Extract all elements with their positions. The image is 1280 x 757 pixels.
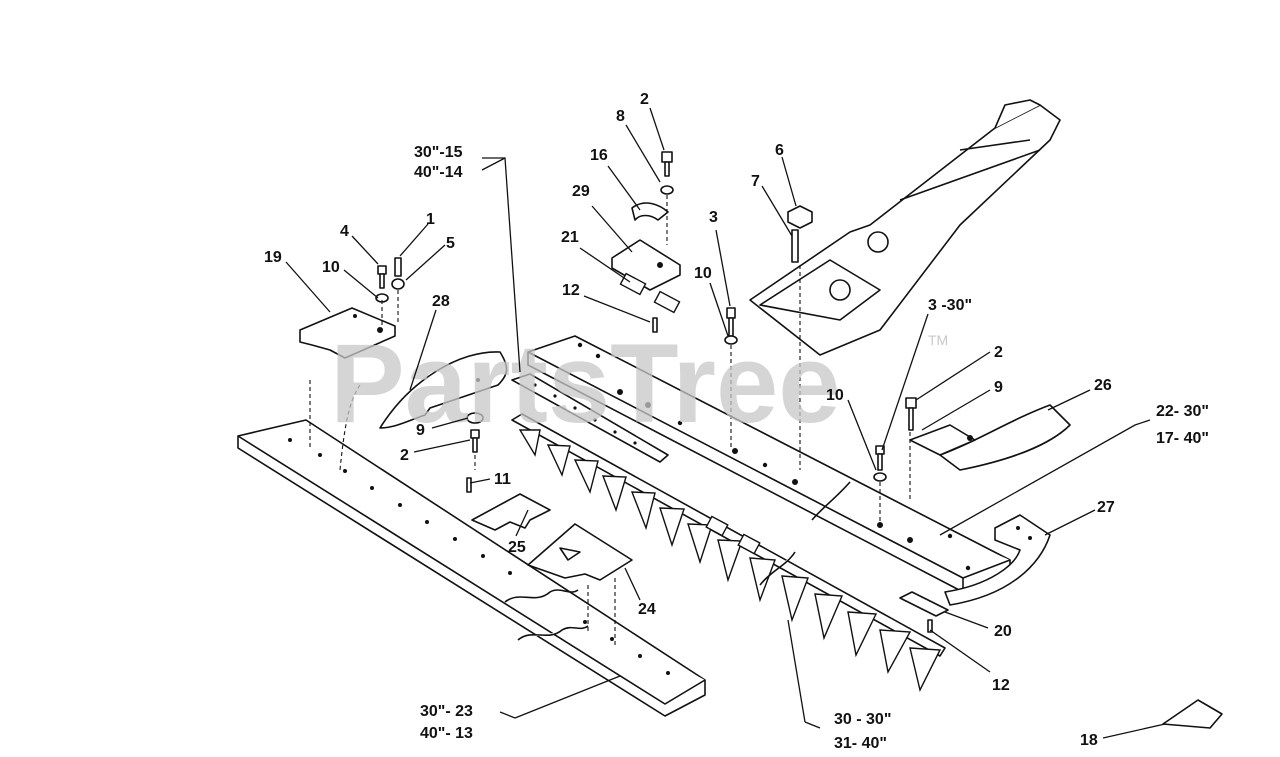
label-27: 27 bbox=[1097, 499, 1115, 516]
label-28: 28 bbox=[432, 293, 450, 310]
label-31-40: 31- 40" bbox=[834, 735, 887, 752]
label-4: 4 bbox=[340, 223, 349, 240]
label-20: 20 bbox=[994, 623, 1012, 640]
label-7: 7 bbox=[751, 173, 760, 190]
label-30-15: 30"-15 bbox=[414, 144, 463, 161]
label-6: 6 bbox=[775, 142, 784, 159]
label-3-30: 3 -30" bbox=[928, 297, 972, 314]
label-30-23: 30"- 23 bbox=[420, 703, 473, 720]
label-12b: 12 bbox=[992, 677, 1010, 694]
label-10b: 10 bbox=[826, 387, 844, 404]
bolt-6-7-part bbox=[787, 205, 813, 263]
label-10c: 10 bbox=[322, 259, 340, 276]
label-1: 1 bbox=[426, 211, 435, 228]
watermark-text: PartsTree bbox=[330, 321, 841, 446]
frame-arm-part bbox=[749, 99, 1061, 356]
label-12a: 12 bbox=[562, 282, 580, 299]
label-25: 25 bbox=[508, 539, 526, 556]
leader-lines bbox=[285, 107, 1166, 739]
label-19: 19 bbox=[264, 249, 282, 266]
label-2c: 2 bbox=[400, 447, 409, 464]
alignment-lines bbox=[309, 195, 911, 645]
label-40-13: 40"- 13 bbox=[420, 725, 473, 742]
bottom-bar-part bbox=[237, 419, 706, 717]
label-29: 29 bbox=[572, 183, 590, 200]
label-26: 26 bbox=[1094, 377, 1112, 394]
curved-guard-part bbox=[379, 351, 508, 429]
left-bracket-part bbox=[299, 307, 396, 359]
right-guard-26-part bbox=[909, 404, 1071, 471]
label-24: 24 bbox=[638, 601, 656, 618]
label-18: 18 bbox=[1080, 732, 1098, 749]
label-9a: 9 bbox=[994, 379, 1003, 396]
plate-24-part bbox=[527, 523, 633, 581]
label-8: 8 bbox=[616, 108, 625, 125]
right-guard-27-part bbox=[944, 514, 1051, 606]
label-40-14: 40"-14 bbox=[414, 164, 463, 181]
label-16: 16 bbox=[590, 147, 608, 164]
label-22-30: 22- 30" bbox=[1156, 403, 1209, 420]
label-11: 11 bbox=[494, 471, 511, 488]
label-3a: 3 bbox=[709, 209, 718, 226]
plate-25-part bbox=[471, 493, 551, 531]
label-21: 21 bbox=[561, 229, 579, 246]
clip-20-part bbox=[899, 591, 949, 617]
hold-down-part bbox=[611, 202, 681, 314]
label-5: 5 bbox=[446, 235, 455, 252]
watermark-trademark: TM bbox=[928, 332, 948, 348]
callout-labels: 2 8 16 29 21 12 3 10 6 7 3 -30" 2 9 26 1… bbox=[264, 91, 1209, 752]
label-2b: 2 bbox=[994, 344, 1003, 361]
label-30-30: 30 - 30" bbox=[834, 711, 891, 728]
narrow-strip-part bbox=[511, 373, 669, 463]
label-2a: 2 bbox=[640, 91, 649, 108]
part-18-shape bbox=[1162, 699, 1223, 729]
label-9b: 9 bbox=[416, 422, 425, 439]
knife-section-part bbox=[511, 413, 946, 693]
label-17-40: 17- 40" bbox=[1156, 430, 1209, 447]
label-10a: 10 bbox=[694, 265, 712, 282]
